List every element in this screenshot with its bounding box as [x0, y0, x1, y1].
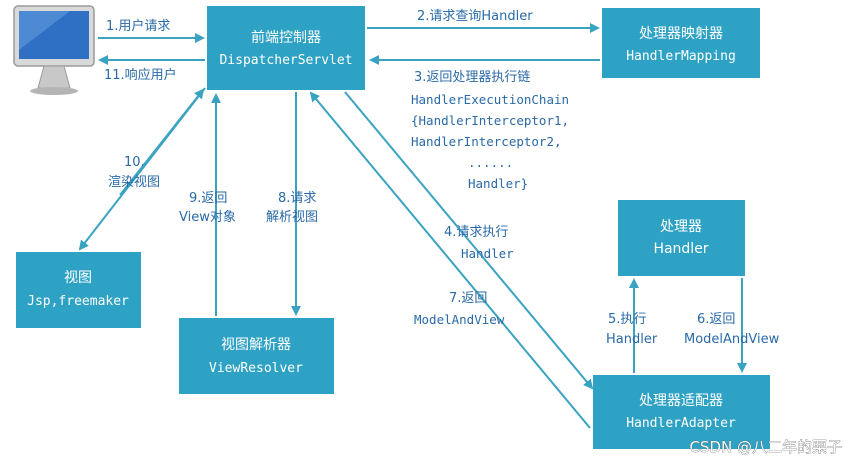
- view-subtitle: Jsp,freemaker: [27, 294, 129, 309]
- label-step3-line2: HandlerExecutionChain: [411, 92, 569, 107]
- label-step4-line2: Handler: [461, 246, 514, 261]
- label-step3-line5: ......: [468, 155, 513, 170]
- computer-monitor-icon: [13, 5, 95, 95]
- label-step8-line1: 8.请求: [278, 191, 316, 206]
- view-resolver-box: 视图解析器 ViewResolver: [179, 318, 334, 394]
- view-title: 视图: [64, 270, 92, 286]
- label-step7-line1: 7.返回: [449, 291, 487, 306]
- label-step10-line1: 10.: [124, 155, 145, 170]
- label-step6-line2: ModelAndView: [684, 332, 780, 347]
- label-step6-line1: 6.返回: [697, 312, 735, 327]
- handler-mapping-box: 处理器映射器 HandlerMapping: [602, 8, 760, 78]
- label-step3-line6: Handler}: [468, 176, 528, 191]
- label-step3-line1: 3.返回处理器执行链: [414, 70, 530, 85]
- label-step1: 1.用户请求: [106, 18, 170, 34]
- mapping-subtitle: HandlerMapping: [626, 49, 736, 64]
- view-box: 视图 Jsp,freemaker: [16, 252, 141, 328]
- handler-adapter-box: 处理器适配器 HandlerAdapter: [593, 375, 770, 449]
- csdn-watermark: CSDN @八二年的栗子: [689, 438, 842, 456]
- label-step11: 11.响应用户: [104, 67, 177, 83]
- label-step8-line2: 解析视图: [266, 210, 318, 225]
- adapter-subtitle: HandlerAdapter: [626, 416, 736, 431]
- label-step5-line2: Handler: [606, 332, 658, 347]
- handler-title: 处理器: [660, 219, 702, 235]
- arrow-step10-to-dispatcher: [119, 88, 205, 196]
- dispatcher-servlet-box: 前端控制器 DispatcherServlet: [207, 6, 365, 90]
- handler-subtitle: Handler: [653, 241, 708, 257]
- label-step10-line2: 渲染视图: [108, 175, 160, 190]
- label-step9-line2: View对象: [179, 210, 236, 225]
- dispatcher-title: 前端控制器: [251, 29, 321, 46]
- resolver-subtitle: ViewResolver: [209, 361, 303, 376]
- label-step5-line1: 5.执行: [608, 312, 646, 327]
- adapter-title: 处理器适配器: [639, 393, 723, 409]
- label-step3-line3: {HandlerInterceptor1,: [411, 113, 569, 128]
- handler-box: 处理器 Handler: [618, 200, 745, 276]
- dispatcher-subtitle: DispatcherServlet: [219, 53, 352, 68]
- label-step7-line2: ModelAndView: [414, 312, 505, 327]
- label-step9-line1: 9.返回: [189, 191, 227, 206]
- mapping-title: 处理器映射器: [639, 26, 723, 42]
- arrow-step7: [309, 91, 591, 429]
- label-step2: 2.请求查询Handler: [417, 9, 533, 24]
- label-step3-line4: HandlerInterceptor2,: [411, 134, 562, 149]
- arrow-step4: [344, 91, 594, 390]
- label-step4-line1: 4.请求执行: [444, 225, 508, 240]
- resolver-title: 视图解析器: [221, 337, 291, 353]
